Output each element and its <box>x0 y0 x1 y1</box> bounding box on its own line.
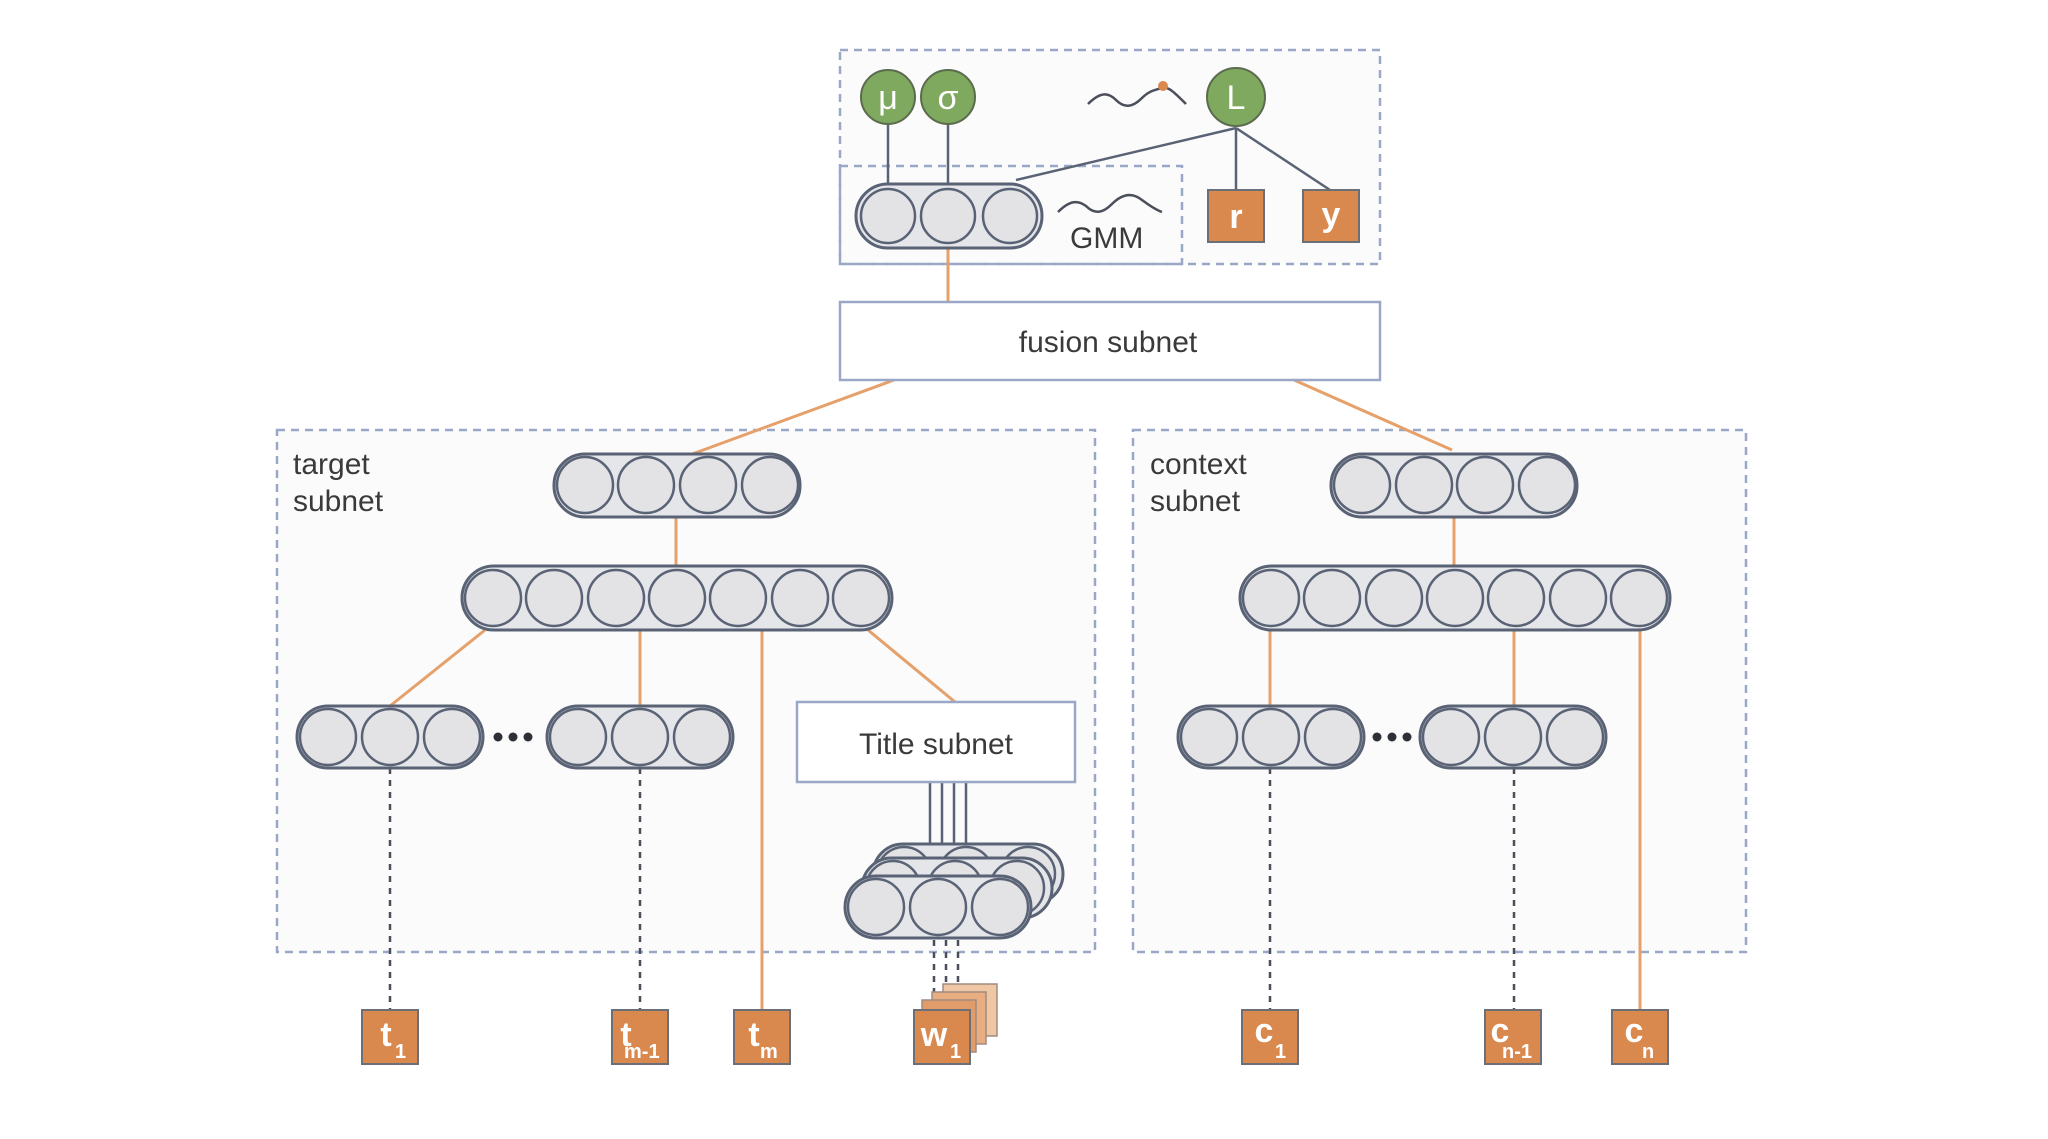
target-subnet-label-line2: subnet <box>293 485 384 518</box>
target-top-layer <box>552 452 802 519</box>
fusion-to-target-connector <box>675 378 895 462</box>
context-top-layer <box>1329 452 1579 519</box>
context-subnet-label-line2: subnet <box>1150 485 1241 518</box>
input-cn1: c n-1 <box>1484 1009 1542 1065</box>
sigma-label: σ <box>938 79 959 117</box>
input-w1-stack: w 1 <box>913 983 998 1065</box>
target-subnet-label-line1: target <box>293 448 370 481</box>
input-t1: t 1 <box>361 1009 419 1065</box>
context-cn1-layer <box>1418 704 1608 770</box>
output-r-node: r <box>1207 189 1265 243</box>
target-tm1-layer <box>545 704 735 770</box>
fusion-subnet-label: fusion subnet <box>1019 326 1198 359</box>
title-word-layer-front <box>843 874 1033 940</box>
distribution-curve-icon <box>1087 81 1187 107</box>
context-c1-layer <box>1176 704 1366 770</box>
input-tm-base: t <box>748 1016 759 1054</box>
svg-text:t: t <box>620 1016 631 1054</box>
gmm-curve-icon <box>1057 193 1163 214</box>
svg-text:c: c <box>1625 1012 1644 1050</box>
fusion-subnet-box: fusion subnet <box>838 300 1382 382</box>
svg-text:t: t <box>380 1016 391 1054</box>
svg-text:t: t <box>748 1016 759 1054</box>
target-mid-to-title-subnet <box>867 628 956 704</box>
input-cn1-base: c <box>1491 1012 1510 1050</box>
input-t1-sub: 1 <box>395 1041 406 1063</box>
output-r-label: r <box>1229 198 1242 236</box>
loss-node: L <box>1206 67 1266 127</box>
input-c1: c 1 <box>1241 1009 1299 1065</box>
input-w1-sub: 1 <box>950 1041 961 1063</box>
sigma-node: σ <box>920 69 976 125</box>
loss-to-layer-connector <box>1015 126 1237 182</box>
target-mid-to-t1-layer <box>389 628 486 708</box>
mu-node: μ <box>860 69 916 125</box>
context-mid-layer <box>1238 564 1672 632</box>
input-tm-sub: m <box>760 1041 778 1063</box>
loss-to-y-connector <box>1235 126 1331 192</box>
input-cn-base: c <box>1625 1012 1644 1050</box>
target-ellipsis-icon <box>493 732 533 742</box>
target-t1-layer <box>295 704 485 770</box>
gmm-inner-box <box>838 164 1184 266</box>
input-w1-base: w <box>920 1016 948 1054</box>
output-y-label: y <box>1322 196 1341 234</box>
input-cn-sub: n <box>1642 1041 1654 1063</box>
fusion-to-context-connector <box>1293 378 1453 452</box>
input-t1-base: t <box>380 1016 391 1054</box>
input-tm1-base: t <box>620 1016 631 1054</box>
svg-text:c: c <box>1255 1012 1274 1050</box>
gmm-layer <box>854 182 1044 250</box>
input-c1-sub: 1 <box>1275 1041 1286 1063</box>
target-mid-layer <box>460 564 894 632</box>
input-tm1: t m-1 <box>611 1009 669 1065</box>
mu-label: μ <box>878 79 898 117</box>
context-subnet-label-line1: context <box>1150 448 1247 481</box>
svg-text:c: c <box>1491 1012 1510 1050</box>
input-cn1-sub: n-1 <box>1502 1041 1532 1063</box>
input-tm1-sub: m-1 <box>624 1041 660 1063</box>
title-subnet-label: Title subnet <box>859 728 1014 761</box>
loss-label: L <box>1227 79 1246 117</box>
title-subnet-box: Title subnet <box>795 700 1077 784</box>
gmm-label: GMM <box>1070 222 1143 255</box>
svg-text:w: w <box>920 1016 948 1054</box>
context-ellipsis-icon <box>1372 732 1412 742</box>
input-tm: t m <box>733 1009 791 1065</box>
output-y-node: y <box>1302 189 1360 243</box>
input-cn: c n <box>1611 1009 1669 1065</box>
input-c1-base: c <box>1255 1012 1274 1050</box>
